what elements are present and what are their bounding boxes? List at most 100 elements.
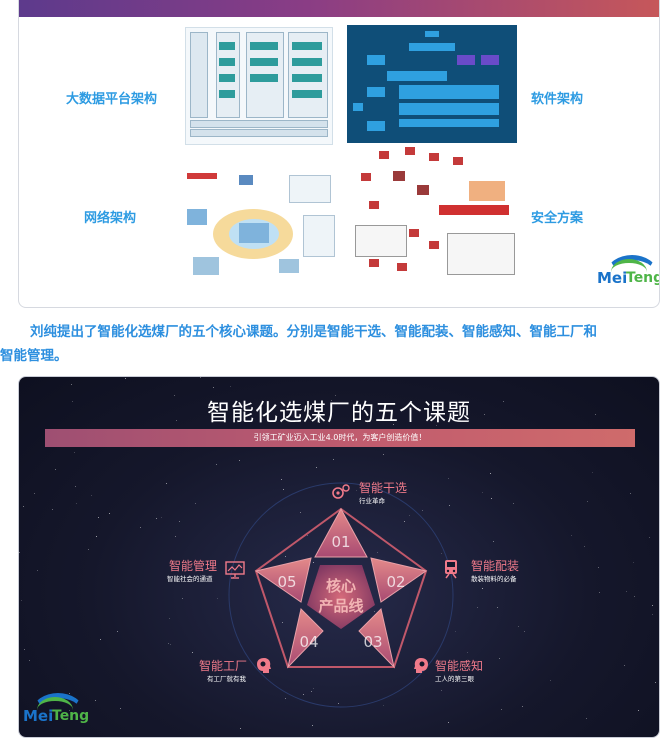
star-dot [281, 479, 282, 480]
architecture-card: 大数据平台架构 软件架构 网络架构 安全方案 [18, 0, 660, 308]
topic-5-name: 智能管理 [169, 559, 218, 573]
star-dot [240, 728, 241, 729]
star-dot [377, 552, 378, 553]
star-dot [652, 605, 653, 606]
network-label: 网络架构 [84, 211, 137, 226]
star-dot [100, 639, 101, 640]
star-dot [312, 725, 313, 726]
star-dot [652, 614, 653, 615]
topic-4-desc: 有工厂就有我 [207, 675, 246, 683]
star-dot [71, 384, 72, 385]
star-dot [436, 425, 437, 426]
star-dot [311, 691, 312, 692]
monitor-chart-icon [225, 561, 245, 579]
star-dot [98, 517, 99, 518]
security-label: 安全方案 [531, 211, 584, 226]
head-gear-icon [257, 658, 271, 673]
star-dot [518, 626, 519, 627]
star-dot [477, 607, 478, 608]
star-dot [630, 493, 631, 494]
star-dot [448, 722, 449, 723]
star-dot [156, 518, 157, 519]
pentagon-graphic: 01 02 03 04 05 核心 产品线 [228, 482, 454, 708]
star-dot [217, 598, 218, 599]
star-dot [333, 459, 334, 460]
star-dot [200, 377, 201, 378]
star-dot [484, 414, 485, 415]
big-data-diagram [185, 27, 333, 145]
number-03: 03 [363, 633, 382, 651]
star-dot [633, 562, 634, 563]
meiteng-logo: Mei Teng [595, 253, 659, 297]
outer-ring [228, 482, 454, 708]
star-dot [649, 537, 650, 538]
star-dot [285, 556, 286, 557]
star-dot [307, 409, 308, 410]
star-dot [313, 562, 314, 563]
star-dot [179, 521, 180, 522]
star-dot [409, 515, 410, 516]
star-dot [249, 404, 250, 405]
star-dot [490, 473, 491, 474]
topic-1-desc: 行业革命 [359, 497, 385, 505]
star-dot [182, 598, 183, 599]
star-dot [335, 395, 336, 396]
topic-5-desc: 智能社会的通道 [167, 575, 213, 583]
star-dot [91, 495, 92, 496]
star-dot [96, 536, 97, 537]
star-dot [19, 552, 20, 553]
star-dot [316, 467, 317, 468]
star-dot [586, 718, 587, 719]
star-dot [161, 517, 162, 518]
star-dot [599, 592, 600, 593]
software-label: 软件架构 [531, 92, 584, 107]
number-05: 05 [277, 573, 296, 591]
star-dot [303, 694, 304, 695]
star-dot [285, 698, 286, 699]
segment-04 [287, 608, 324, 669]
network-diagram [179, 165, 343, 283]
pentagon-outline [254, 507, 428, 668]
segment-01 [314, 507, 368, 558]
star-dot [655, 682, 656, 683]
star-dot [195, 503, 196, 504]
star-dot [169, 618, 170, 619]
core-line-1: 核心 [326, 577, 356, 595]
star-dot [338, 703, 339, 704]
star-dot [301, 409, 302, 410]
star-dot [117, 631, 118, 632]
star-dot [404, 521, 405, 522]
star-dot [216, 464, 217, 465]
big-data-label: 大数据平台架构 [66, 92, 158, 107]
paragraph-line-1: 刘纯提出了智能化选煤厂的五个核心课题。分别是智能干选、智能配装、智能感知、智能工… [30, 324, 597, 340]
star-dot [374, 611, 375, 612]
star-dot [592, 472, 593, 473]
segment-05 [254, 557, 312, 603]
star-dot [587, 501, 588, 502]
number-02: 02 [386, 573, 405, 591]
subtitle-bar: 引领工矿业迈入工业4.0时代，为客户创造价值！ [45, 429, 635, 447]
star-dot [239, 460, 240, 461]
core-line-2: 产品线 [318, 597, 363, 615]
star-dot [503, 401, 504, 402]
star-dot [493, 541, 494, 542]
star-dot [441, 553, 442, 554]
infographic-title: 智能化选煤厂的五个课题 [207, 400, 471, 426]
star-dot [319, 422, 320, 423]
star-dot [584, 546, 585, 547]
star-dot [522, 706, 523, 707]
star-dot [494, 566, 495, 567]
star-dot [168, 643, 169, 644]
star-dot [21, 600, 22, 601]
topic-2-name: 智能配装 [471, 559, 520, 573]
topic-2-desc: 散装物料的必备 [471, 575, 517, 583]
star-dot [571, 535, 572, 536]
star-dot [192, 652, 193, 653]
star-dot [497, 607, 498, 608]
software-diagram [347, 25, 517, 143]
star-dot [624, 665, 625, 666]
star-dot [55, 469, 56, 470]
star-dot [550, 680, 551, 681]
star-dot [213, 387, 214, 388]
star-dot [482, 492, 483, 493]
